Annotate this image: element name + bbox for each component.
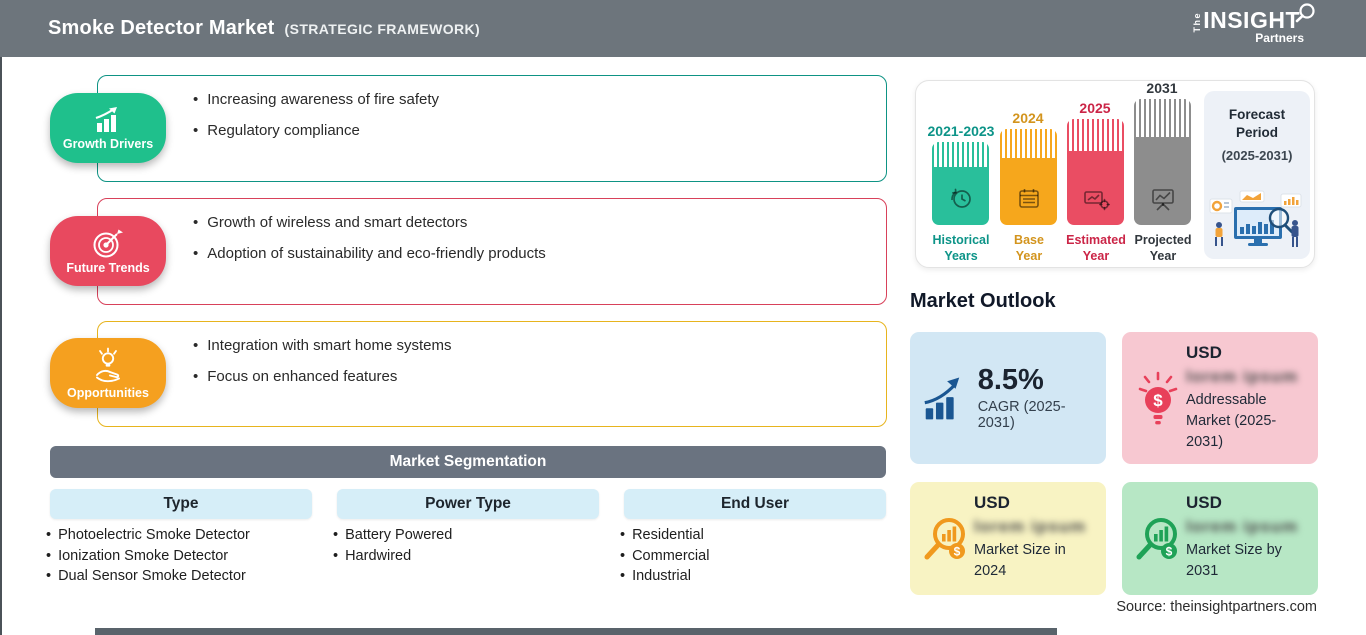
logo-the-text: The xyxy=(1192,12,1203,33)
left-accent-line xyxy=(0,57,2,635)
list-item: Commercial xyxy=(620,546,900,567)
bar-stripes xyxy=(1134,99,1191,137)
forecast-title-line1: Forecast xyxy=(1228,107,1286,122)
segment-header-power-type: Power Type xyxy=(337,489,599,519)
market-outlook-title: Market Outlook xyxy=(910,290,1056,312)
analytics-team-illustration xyxy=(1209,190,1302,247)
opportunities-box: Integration with smart home systems Focu… xyxy=(97,321,887,427)
timeline-label: Base Year xyxy=(1014,233,1044,263)
growth-chart-icon xyxy=(95,106,117,132)
market-size-2024-card: $ USD lorem ipsum Market Size in 2024 xyxy=(910,482,1106,595)
opportunities-badge: Opportunities xyxy=(50,338,166,408)
future-trends-box: Growth of wireless and smart detectors A… xyxy=(97,198,887,305)
forecast-title-line2: Period xyxy=(1235,124,1278,140)
list-item: Integration with smart home systems xyxy=(193,337,866,355)
timeline-year: 2031 xyxy=(1146,80,1178,96)
list-item: Focus on enhanced features xyxy=(193,368,866,386)
card-label: Market Size by 2031 xyxy=(1186,542,1282,580)
bar-stripes xyxy=(1000,129,1057,158)
analysis-gear-icon xyxy=(1083,191,1110,211)
list-item: Ionization Smoke Detector xyxy=(46,546,326,567)
bulb-hand-icon xyxy=(96,347,120,382)
list-item: Dual Sensor Smoke Detector xyxy=(46,566,326,587)
future-trends-list: Growth of wireless and smart detectors A… xyxy=(98,199,886,263)
cagr-value: 8.5% xyxy=(977,364,1044,397)
segmentation-title: Market Segmentation xyxy=(389,453,547,470)
base-year-bar xyxy=(1000,129,1057,225)
list-item: Regulatory compliance xyxy=(193,122,866,140)
badge-label: Opportunities xyxy=(67,385,149,400)
insight-partners-logo: The INSIGHT Partners xyxy=(1192,3,1315,45)
blurred-value: lorem ipsum xyxy=(1186,517,1299,536)
badge-label: Growth Drivers xyxy=(62,136,154,151)
magnifier-icon xyxy=(1295,3,1315,23)
logo-partners-text: Partners xyxy=(1255,31,1304,45)
growth-drivers-badge: Growth Drivers xyxy=(50,93,166,163)
logo-insight-text: INSIGHT xyxy=(1203,3,1315,32)
projected-year-bar xyxy=(1134,99,1191,225)
currency-label: USD xyxy=(1186,343,1222,362)
footer-accent-bar xyxy=(95,628,1057,635)
blurred-value: lorem ipsum xyxy=(1186,367,1299,386)
addressable-market-card: $ USD lorem ipsum Addressable Market (20… xyxy=(1122,332,1318,464)
future-trends-badge: Future Trends xyxy=(50,216,166,286)
presentation-chart-icon xyxy=(1151,189,1174,211)
header-titles: Smoke Detector Market (STRATEGIC FRAMEWO… xyxy=(48,17,480,40)
cagr-label: CAGR (2025-2031) xyxy=(977,398,1066,431)
timeline-label: Projected Year xyxy=(1134,233,1192,263)
bar-stripes xyxy=(1067,119,1124,151)
segment-header-end-user: End User xyxy=(624,489,886,519)
svg-text:$: $ xyxy=(954,544,961,558)
calendar-icon xyxy=(1018,189,1039,208)
estimated-year-bar xyxy=(1067,119,1124,225)
research-timeline-card: 2021-2023 2024 2025 2031 xyxy=(915,80,1315,268)
list-item: Increasing awareness of fire safety xyxy=(193,91,866,109)
magnifier-chart-dollar-icon: $ xyxy=(924,517,965,559)
market-segmentation-bar: Market Segmentation xyxy=(50,446,886,478)
card-label: Addressable Market (2025-2031) xyxy=(1186,392,1277,451)
badge-label: Future Trends xyxy=(66,260,150,275)
forecast-period-panel: Forecast Period (2025-2031) xyxy=(1204,91,1310,259)
svg-text:$: $ xyxy=(1153,391,1163,410)
growth-bars-arrow-icon xyxy=(924,377,960,420)
end-user-items: Residential Commercial Industrial xyxy=(620,525,900,587)
timeline-year: 2021-2023 xyxy=(927,123,995,139)
market-size-2031-card: $ USD lorem ipsum Market Size by 2031 xyxy=(1122,482,1318,595)
list-item: Hardwired xyxy=(333,546,613,567)
card-label: Market Size in 2024 xyxy=(974,542,1066,580)
magnifier-chart-dollar-icon: $ xyxy=(1136,517,1177,559)
bar-stripes xyxy=(932,142,989,167)
growth-drivers-list: Increasing awareness of fire safety Regu… xyxy=(98,76,886,140)
list-item: Photoelectric Smoke Detector xyxy=(46,525,326,546)
timeline-year: 2025 xyxy=(1079,100,1111,116)
opportunities-list: Integration with smart home systems Focu… xyxy=(98,322,886,386)
target-dart-icon xyxy=(93,229,123,257)
bulb-dollar-icon: $ xyxy=(1138,371,1178,425)
page-title: Smoke Detector Market xyxy=(48,17,275,39)
list-item: Battery Powered xyxy=(333,525,613,546)
blurred-value: lorem ipsum xyxy=(974,517,1087,536)
page-subtitle: (STRATEGIC FRAMEWORK) xyxy=(284,21,481,37)
type-items: Photoelectric Smoke Detector Ionization … xyxy=(46,525,326,587)
currency-label: USD xyxy=(974,493,1010,512)
source-attribution: Source: theinsightpartners.com xyxy=(1116,599,1317,615)
header-bar: Smoke Detector Market (STRATEGIC FRAMEWO… xyxy=(0,0,1366,57)
timeline-label: Estimated Year xyxy=(1066,233,1126,263)
svg-text:$: $ xyxy=(1166,544,1173,558)
growth-drivers-box: Increasing awareness of fire safety Regu… xyxy=(97,75,887,182)
segment-header-type: Type xyxy=(50,489,312,519)
list-item: Industrial xyxy=(620,566,900,587)
historical-years-bar xyxy=(932,142,989,225)
power-type-items: Battery Powered Hardwired xyxy=(333,525,613,566)
timeline-year: 2024 xyxy=(1012,110,1044,126)
timeline-label: Historical Years xyxy=(932,233,990,263)
currency-label: USD xyxy=(1186,493,1222,512)
list-item: Growth of wireless and smart detectors xyxy=(193,214,866,232)
forecast-range: (2025-2031) xyxy=(1221,148,1293,164)
clock-history-icon xyxy=(950,188,971,208)
list-item: Adoption of sustainability and eco-frien… xyxy=(193,245,866,263)
list-item: Residential xyxy=(620,525,900,546)
cagr-card: 8.5% CAGR (2025-2031) xyxy=(910,332,1106,464)
